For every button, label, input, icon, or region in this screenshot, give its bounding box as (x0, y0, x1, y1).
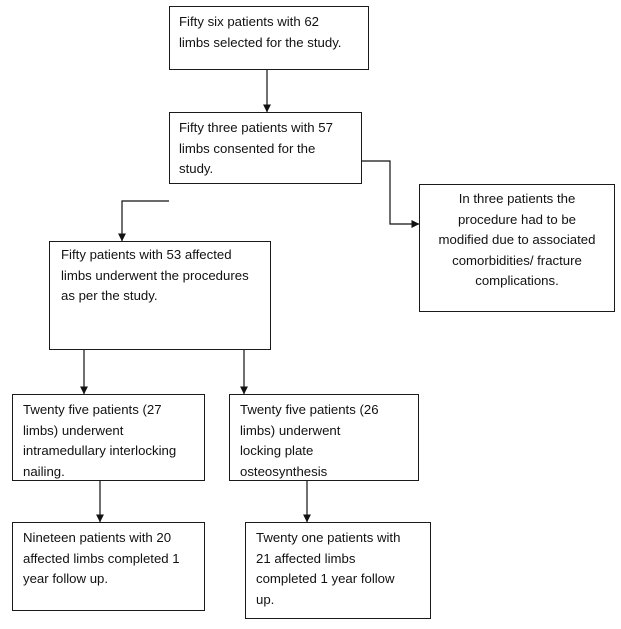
arrow-consented-to-modified (362, 160, 420, 228)
box-patients-underwent-procedures: Fifty patients with 53 affected limbs un… (49, 241, 271, 350)
box-procedure-modified: In three patients the procedure had to b… (419, 184, 615, 312)
arrow-consented-to-underwent (118, 200, 169, 242)
box-interlocking-nailing: Twenty five patients (27 limbs) underwen… (12, 394, 205, 481)
box-patients-consented: Fifty three patients with 57 limbs conse… (169, 112, 362, 184)
box-patients-selected: Fifty six patients with 62 limbs selecte… (169, 6, 369, 70)
box-plate-followup: Twenty one patients with 21 affected lim… (245, 522, 431, 619)
box-nailing-followup: Nineteen patients with 20 affected limbs… (12, 522, 205, 611)
box-locking-plate: Twenty five patients (26 limbs) underwen… (229, 394, 419, 481)
